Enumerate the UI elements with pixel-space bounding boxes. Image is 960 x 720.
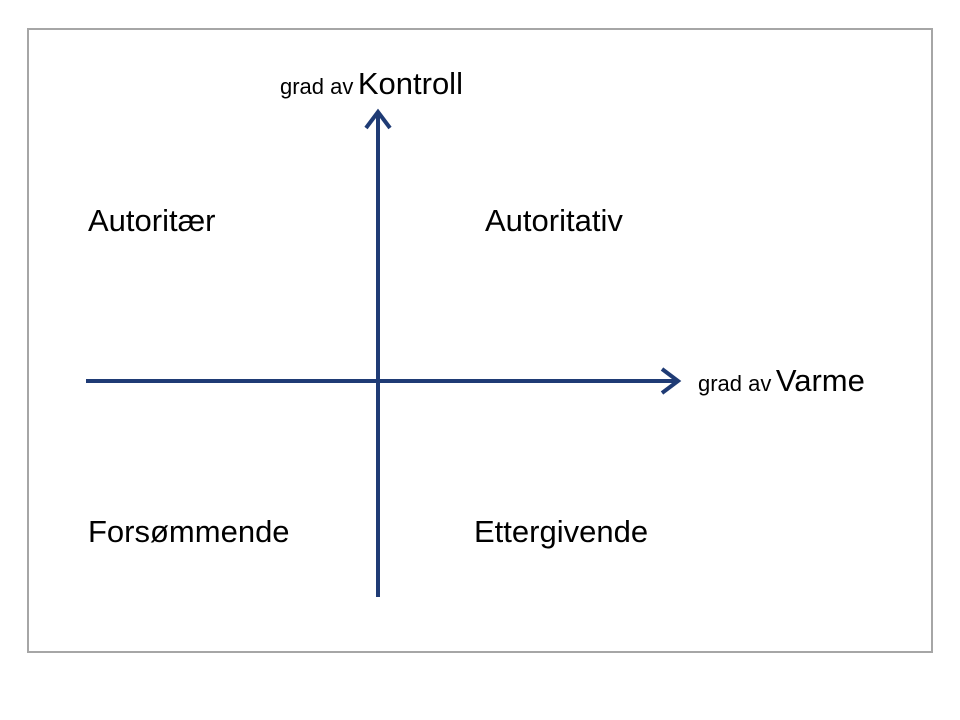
diagram-frame xyxy=(27,28,933,653)
y-axis-prefix: grad av xyxy=(280,74,354,99)
y-axis-name: Kontroll xyxy=(357,66,463,101)
x-axis-name: Varme xyxy=(775,363,865,398)
y-axis-arrowhead xyxy=(364,108,392,130)
quadrant-permissive: Ettergivende xyxy=(474,514,649,549)
quadrant-authoritative: Autoritativ xyxy=(485,203,623,238)
y-axis-label: grad av Kontroll xyxy=(280,68,463,99)
quadrant-authoritarian: Autoritær xyxy=(88,203,216,238)
quadrant-neglectful: Forsømmende xyxy=(88,514,290,549)
x-axis-arrowhead xyxy=(660,367,682,395)
x-axis-prefix: grad av xyxy=(698,371,772,396)
x-axis-label: grad av Varme xyxy=(698,365,865,396)
